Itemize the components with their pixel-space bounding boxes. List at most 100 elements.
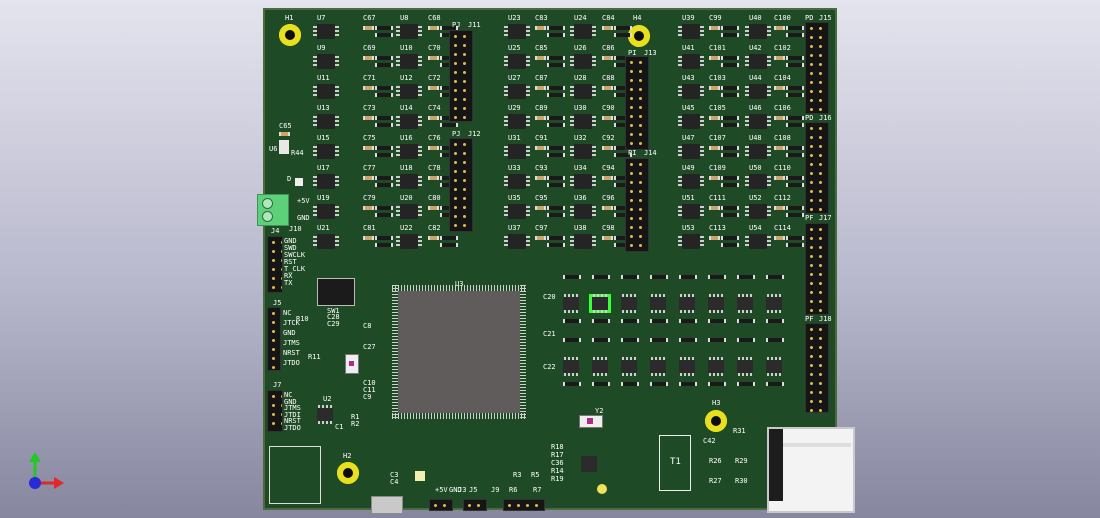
mounting-hole	[279, 24, 301, 46]
resistor	[721, 146, 739, 150]
ic-package	[396, 204, 422, 219]
capacitor	[363, 26, 374, 30]
pin-label: GND	[284, 397, 297, 406]
ic-package	[745, 144, 771, 159]
ref-c27: C27	[363, 343, 376, 351]
capacitor	[774, 116, 785, 120]
ic-package	[678, 144, 704, 159]
ic-package	[745, 174, 771, 189]
ic-package	[570, 24, 596, 39]
ref-ic: U51	[682, 194, 695, 202]
pin-label: SWCLK	[284, 251, 306, 259]
capacitor	[535, 116, 546, 120]
resistor	[547, 176, 565, 180]
ref-r26: R26	[709, 457, 722, 465]
crystal	[345, 354, 359, 374]
ref-ic: U16	[400, 134, 413, 142]
capacitor	[535, 86, 546, 90]
ic-package	[504, 84, 530, 99]
ic-package	[504, 114, 530, 129]
switch-sw1	[317, 278, 355, 306]
ic-package	[504, 204, 530, 219]
ic-package	[570, 204, 596, 219]
pin-label: JTCK	[283, 319, 300, 327]
ref-ic: U35	[508, 194, 521, 202]
capacitor	[428, 206, 439, 210]
driver-ic	[592, 357, 608, 376]
driver-ic	[708, 357, 724, 376]
ic-package	[570, 234, 596, 249]
resistor	[375, 206, 393, 210]
ref-c3: C3	[390, 471, 399, 479]
ref-ic: U44	[749, 74, 762, 82]
ref-j16: J16	[819, 114, 832, 122]
ref-r31: R31	[733, 427, 746, 435]
resistor	[786, 63, 804, 67]
resistor	[375, 63, 393, 67]
ref-cap: C72	[428, 74, 441, 82]
ref-ic: U27	[508, 74, 521, 82]
ic-package	[313, 24, 339, 39]
connector-label: +5V	[435, 486, 448, 494]
capacitor	[535, 236, 546, 240]
capacitor	[428, 236, 439, 240]
ref-j5: J5	[273, 299, 282, 307]
capacitor	[428, 56, 439, 60]
capacitor	[602, 206, 613, 210]
ref-r44: R44	[291, 149, 304, 157]
capacitor	[602, 116, 613, 120]
pin-label: TX	[284, 279, 293, 287]
ref-cap: C104	[774, 74, 791, 82]
resistor	[621, 319, 639, 323]
capacitor	[774, 176, 785, 180]
connector-label: J3	[458, 486, 467, 494]
ic-package	[570, 114, 596, 129]
ref-ic: U18	[400, 164, 413, 172]
resistor	[592, 338, 610, 342]
ref-j14: J14	[644, 149, 657, 157]
ref-cap: C70	[428, 44, 441, 52]
resistor	[614, 153, 632, 157]
resistor	[721, 213, 739, 217]
ref-h1: H1	[285, 14, 294, 22]
connector-label: J9	[491, 486, 500, 494]
resistor	[721, 33, 739, 37]
ref-cap: C68	[428, 14, 441, 22]
ref-cap: C83	[535, 14, 548, 22]
ic-package	[396, 24, 422, 39]
resistor	[721, 243, 739, 247]
driver-ic	[766, 294, 782, 313]
driver-ic	[650, 357, 666, 376]
pin-header-j3	[429, 499, 453, 511]
ref-r10: R10	[296, 315, 309, 323]
ref-cap: C98	[602, 224, 615, 232]
ref-cap: C97	[535, 224, 548, 232]
resistor	[440, 236, 458, 240]
ref-ic: U9	[317, 44, 326, 52]
ref-ic: U12	[400, 74, 413, 82]
capacitor	[363, 56, 374, 60]
capacitor	[363, 86, 374, 90]
capacitor	[774, 236, 785, 240]
resistor	[375, 243, 393, 247]
resistor	[721, 93, 739, 97]
resistor	[547, 153, 565, 157]
ref-cap: C100	[774, 14, 791, 22]
capacitor	[709, 206, 720, 210]
ref-cap: C87	[535, 74, 548, 82]
ic-package	[570, 174, 596, 189]
led	[295, 178, 303, 186]
usb-footprint	[269, 446, 321, 504]
ref-ic: U50	[749, 164, 762, 172]
ref-c20: C20	[543, 293, 556, 301]
resistor	[440, 123, 458, 127]
ic-package	[396, 114, 422, 129]
ref-c11: C11	[363, 386, 376, 394]
capacitor	[428, 26, 439, 30]
pin-header-j18	[805, 323, 829, 413]
ref-cap: C94	[602, 164, 615, 172]
resistor	[375, 146, 393, 150]
resistor	[547, 146, 565, 150]
ic-package	[313, 204, 339, 219]
ref-ic: U19	[317, 194, 330, 202]
